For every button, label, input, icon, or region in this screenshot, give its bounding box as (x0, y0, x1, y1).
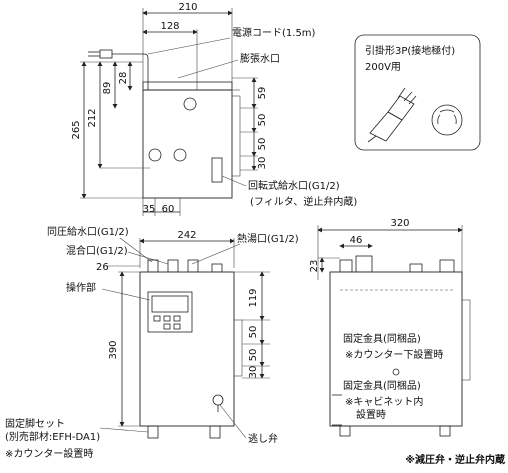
label-bracket-1-note: ※カウンター下設置時 (345, 348, 443, 361)
top-view-body (142, 89, 233, 199)
dim-height-89: 89 (102, 82, 113, 95)
dim-front-height-390: 390 (108, 340, 119, 359)
label-power-cord: 電源コード(1.5m) (232, 26, 316, 39)
dim-height-212: 212 (87, 108, 98, 127)
dim-front-right-119: 119 (248, 288, 259, 307)
dim-side-46: 46 (350, 235, 363, 246)
label-mix-port: 混合口(G1/2) (66, 244, 128, 257)
side-view-body (329, 271, 463, 427)
label-foot-note: ※カウンター設置時 (5, 447, 93, 460)
expansion-port-fitting (183, 97, 197, 111)
label-bracket-1: 固定金具(同梱品) (343, 332, 421, 345)
dim-front-right-50b: 50 (248, 349, 259, 362)
dim-top-width-210: 210 (178, 2, 197, 13)
plug-label-type: 引掛形3P(接地極付) (365, 44, 455, 57)
label-rotary-note: (フィルタ、逆止弁内蔵) (250, 195, 357, 208)
dim-height-28: 28 (118, 72, 129, 85)
label-bracket-2: 固定金具(同梱品) (343, 379, 421, 392)
plug-icon (367, 87, 417, 143)
dim-front-right-30: 30 (248, 366, 259, 379)
cord-plug-end (99, 49, 113, 59)
top-view: 210 128 電源コード(1.5m) 膨張水口 回転式給水口(G1/2) (フ… (71, 2, 357, 216)
control-display (151, 295, 189, 313)
footnote: ※減圧弁・逆止弁内蔵 (405, 453, 505, 466)
dim-right-50: 50 (257, 114, 268, 127)
label-pressure-inlet: 同圧給水口(G1/2) (47, 225, 129, 238)
label-bracket-2-note-a: ※キャビネット内 (345, 395, 423, 408)
dim-right-59: 59 (257, 87, 268, 100)
label-bracket-2-note-b: 設置時 (356, 408, 386, 421)
dim-side-width-320: 320 (390, 218, 409, 229)
rotary-inlet-fitting (211, 157, 223, 183)
plug-box: 引掛形3P(接地極付) 200V用 (354, 34, 481, 151)
label-control-panel: 操作部 (66, 281, 96, 294)
dim-height-265: 265 (71, 120, 82, 139)
dim-side-23: 23 (309, 260, 320, 273)
socket-icon (431, 104, 463, 136)
label-hot-port: 熱湯口(G1/2) (237, 232, 299, 245)
dim-right-50b: 50 (257, 138, 268, 151)
dim-top-width-128: 128 (160, 21, 179, 32)
bracket-screw (392, 368, 400, 376)
side-view: 320 46 23 固定金具(同梱品) ※カウンター下設置時 固定金具(同梱品)… (309, 218, 471, 437)
dim-front-width-242: 242 (177, 230, 196, 241)
dim-front-26: 26 (96, 262, 109, 273)
label-foot-set: 固定脚セット (5, 417, 65, 430)
fitting-right (173, 148, 187, 162)
label-foot-part: (別売部材:EFH-DA1) (5, 430, 100, 443)
foot-left (147, 425, 159, 439)
label-expansion-port: 膨張水口 (240, 52, 280, 65)
fitting-left (148, 148, 162, 162)
label-rotary-inlet: 回転式給水口(G1/2) (248, 179, 340, 192)
dim-bottom-35: 35 (143, 204, 156, 215)
label-drain-valve: 逃し弁 (248, 432, 278, 445)
dim-bottom-60: 60 (162, 204, 175, 215)
plug-label-voltage: 200V用 (365, 62, 401, 73)
front-view: 242 同圧給水口(G1/2) 混合口(G1/2) 熱湯口(G1/2) 26 操… (5, 225, 299, 460)
foot-right (209, 425, 221, 439)
control-panel (147, 291, 193, 333)
dim-front-right-50: 50 (248, 326, 259, 339)
front-view-body (139, 271, 235, 427)
dim-right-30: 30 (257, 157, 268, 170)
